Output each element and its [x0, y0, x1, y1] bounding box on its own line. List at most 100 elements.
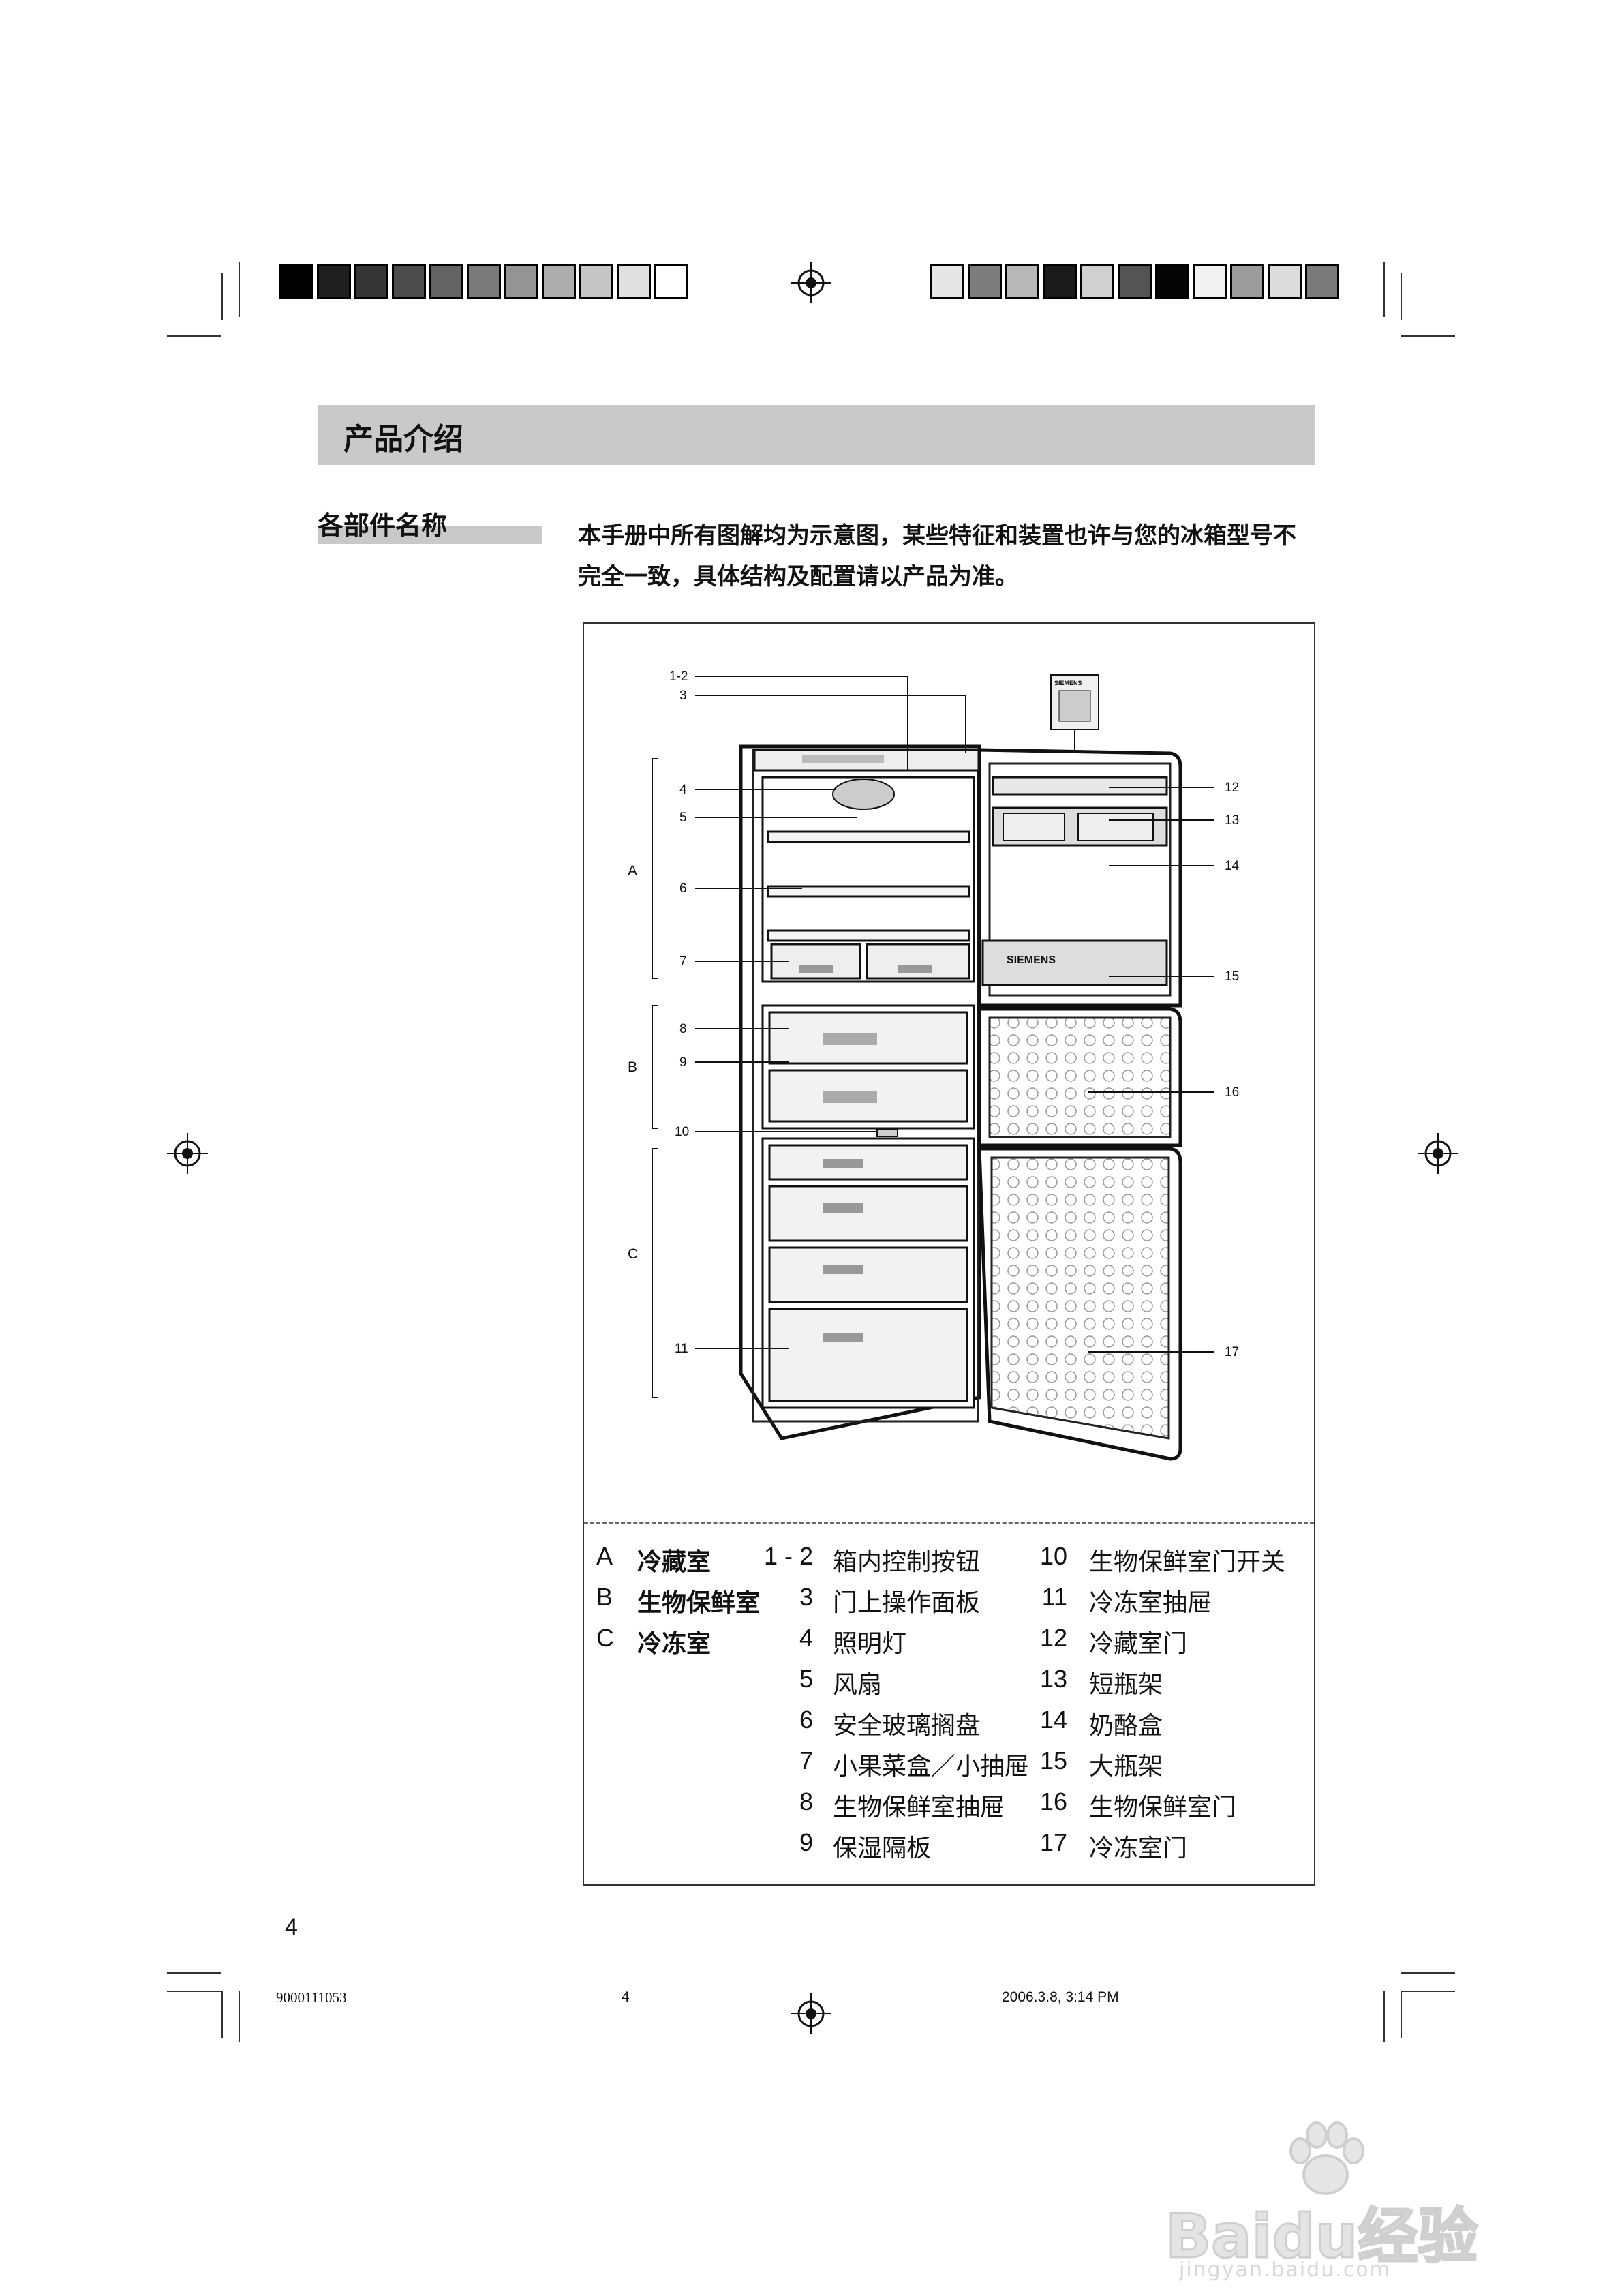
color-swatch: [429, 264, 463, 299]
legend-part-name: 短瓶架: [1089, 1671, 1163, 1699]
legend-divider: [584, 1522, 1314, 1524]
color-swatch: [354, 264, 388, 299]
legend-zone-name: 生物保鲜室: [637, 1589, 761, 1617]
legend-part-number: 17: [1039, 1828, 1067, 1856]
legend-part-number: 16: [1039, 1787, 1067, 1815]
legend-part-number: 6: [799, 1706, 813, 1734]
panel-brand-label: SIEMENS: [1054, 680, 1082, 686]
legend-part-name: 奶酪盒: [1089, 1712, 1163, 1740]
footer-timestamp: 2006.3.8, 3:14 PM: [1002, 1989, 1119, 2005]
section-label: 各部件名称: [318, 504, 542, 544]
legend-part-name: 安全玻璃搁盘: [833, 1712, 981, 1740]
legend-part-name: 生物保鲜室抽屉: [833, 1794, 1005, 1822]
color-swatch: [467, 264, 501, 299]
legend-part-number: 15: [1039, 1747, 1067, 1774]
intro-line-1: 本手册中所有图解均为示意图，某些特征和装置也许与您的冰箱型号不: [578, 522, 1296, 549]
legend-part-name: 门上操作面板: [833, 1589, 981, 1617]
registration-mark-icon: [167, 1133, 208, 1174]
color-swatch: [1305, 264, 1339, 299]
page-title: 产品介绍: [343, 422, 463, 457]
parts-diagram-panel: [583, 622, 1315, 1886]
legend-part-number: 8: [799, 1787, 813, 1815]
paw-logo-icon: [1289, 2121, 1364, 2195]
legend-part-number: 5: [799, 1665, 813, 1693]
zone-label: B: [628, 1059, 637, 1075]
registration-mark-icon: [1418, 1133, 1458, 1174]
color-swatch: [542, 264, 576, 299]
callout-label: 3: [679, 689, 687, 703]
color-swatch: [1230, 264, 1264, 299]
section-label-text: 各部件名称: [318, 511, 448, 541]
registration-mark-icon: [791, 1993, 831, 2034]
legend-part-number: 10: [1039, 1542, 1067, 1570]
callout-label: 14: [1225, 859, 1240, 873]
callout-label: 15: [1225, 969, 1239, 984]
legend-part-number: 12: [1039, 1624, 1067, 1652]
legend-part-name: 冷冻室门: [1089, 1834, 1188, 1862]
color-swatch: [279, 264, 313, 299]
page-header-bar: 产品介绍: [318, 405, 1315, 465]
zone-label: A: [628, 863, 637, 879]
color-swatch: [1268, 264, 1302, 299]
door-brand-label: SIEMENS: [1007, 954, 1056, 966]
legend-part-number: 3: [799, 1583, 813, 1611]
color-swatch: [654, 264, 688, 299]
callout-label: 9: [679, 1055, 687, 1070]
callout-label: 17: [1225, 1345, 1239, 1359]
callout-label: 4: [679, 783, 687, 797]
footer-code: 9000111053: [276, 1989, 347, 2006]
legend-part-name: 保湿隔板: [833, 1834, 932, 1862]
legend-part-name: 小果菜盒／小抽屉: [833, 1753, 1030, 1781]
legend-zone-letter: B: [596, 1583, 613, 1611]
legend-part-number: 14: [1039, 1706, 1067, 1734]
color-swatch: [504, 264, 538, 299]
legend-zone-name: 冷藏室: [637, 1548, 711, 1576]
callout-label: 5: [679, 811, 687, 825]
callout-label: 7: [679, 954, 687, 969]
legend-part-name: 照明灯: [833, 1630, 907, 1658]
legend-part-name: 冷藏室门: [1089, 1630, 1188, 1658]
color-swatch: [1193, 264, 1227, 299]
callout-label: 8: [679, 1022, 687, 1036]
legend-part-number: 13: [1039, 1665, 1067, 1693]
color-swatch: [579, 264, 613, 299]
callout-label: 6: [679, 881, 687, 896]
legend-part-number: 9: [799, 1828, 813, 1856]
baidu-jingyan-watermark: Baidu经验 jingyan.baidu.com: [1159, 2113, 1595, 2282]
registration-mark-icon: [791, 262, 831, 303]
legend-part-name: 箱内控制按钮: [833, 1548, 981, 1576]
legend-part-number: 11: [1041, 1583, 1067, 1611]
legend-part-name: 生物保鲜室门: [1089, 1794, 1237, 1822]
watermark-brand: Baidu经验: [1164, 2201, 1478, 2273]
color-swatch: [930, 264, 964, 299]
callout-label: 1-2: [669, 669, 688, 684]
color-swatch: [968, 264, 1002, 299]
callout-label: 10: [675, 1125, 689, 1139]
legend-part-number: 7: [799, 1747, 813, 1774]
callout-label: 16: [1225, 1085, 1239, 1100]
color-swatch: [1043, 264, 1077, 299]
intro-line-2: 完全一致，具体结构及配置请以产品为准。: [578, 563, 1018, 590]
color-swatch: [317, 264, 351, 299]
legend-zone-letter: C: [596, 1624, 614, 1652]
color-swatch: [617, 264, 651, 299]
page-number: 4: [285, 1914, 298, 1940]
legend-part-number: 1 - 2: [763, 1542, 813, 1570]
footer-page: 4: [622, 1989, 630, 2005]
callout-label: 13: [1225, 813, 1239, 828]
color-swatch: [1080, 264, 1114, 299]
legend-part-name: 风扇: [833, 1671, 883, 1699]
legend-part-number: 4: [799, 1624, 813, 1652]
color-swatch: [1005, 264, 1039, 299]
color-swatch: [392, 264, 426, 299]
legend-zone-letter: A: [596, 1542, 613, 1570]
legend-part-name: 生物保鲜室门开关: [1089, 1548, 1286, 1576]
watermark-url: jingyan.baidu.com: [1179, 2258, 1391, 2282]
legend-part-name: 冷冻室抽屉: [1089, 1589, 1212, 1617]
zone-label: C: [628, 1246, 638, 1262]
callout-label: 12: [1225, 781, 1239, 795]
callout-label: 11: [675, 1342, 688, 1356]
color-swatch: [1155, 264, 1189, 299]
fridge-diagram: SIEMENS SIEMENS 1-2 3 4 5 6 7 8 9 1: [628, 669, 1240, 1461]
legend-part-name: 大瓶架: [1089, 1753, 1163, 1781]
